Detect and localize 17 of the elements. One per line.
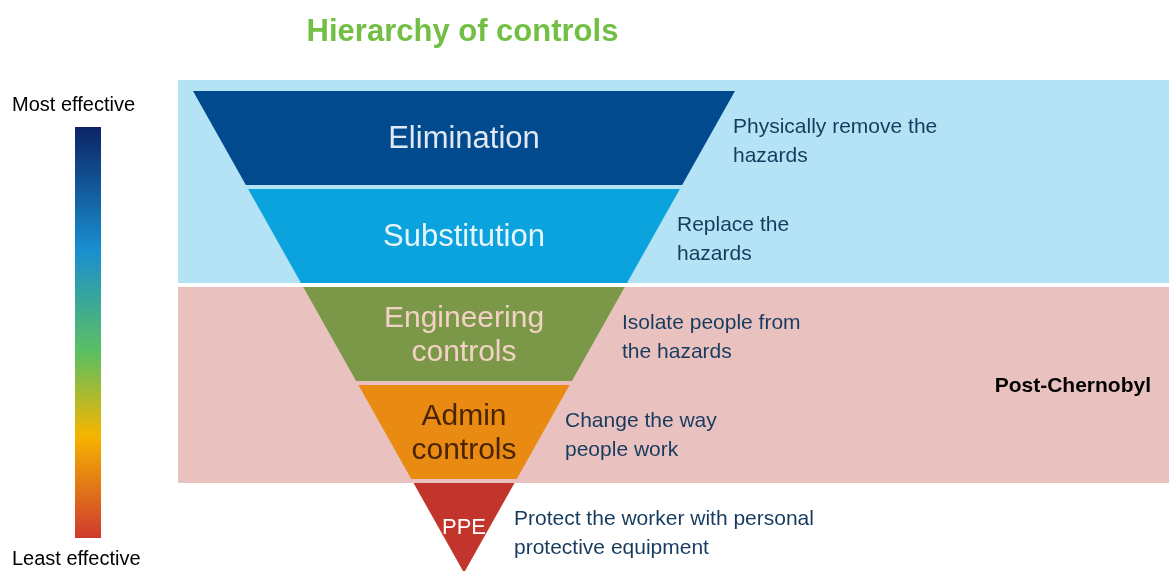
scale-label: Least effective — [12, 546, 141, 570]
scale-label: Most effective — [12, 92, 136, 117]
title: Hierarchy of controls — [305, 12, 620, 50]
tier-label: Elimination — [387, 120, 541, 156]
tier-description: Isolate people from the hazards — [622, 309, 802, 364]
tier-description: Replace the hazards — [677, 211, 791, 266]
tier-description: Physically remove the hazards — [733, 113, 938, 168]
tier-label: Admin controls — [410, 397, 518, 467]
tier-label: Engineering controls — [382, 299, 546, 369]
band-label: Post-Chernobyl — [994, 372, 1151, 399]
tier-label: Substitution — [382, 218, 546, 254]
band — [178, 80, 1169, 283]
effectiveness-gradient-bar — [75, 127, 101, 538]
tier-description: Change the way people work — [565, 407, 718, 462]
band — [178, 287, 1169, 483]
tier-label: PPE — [441, 514, 487, 540]
tier-description: Protect the worker with personal protective equipment — [514, 505, 814, 560]
